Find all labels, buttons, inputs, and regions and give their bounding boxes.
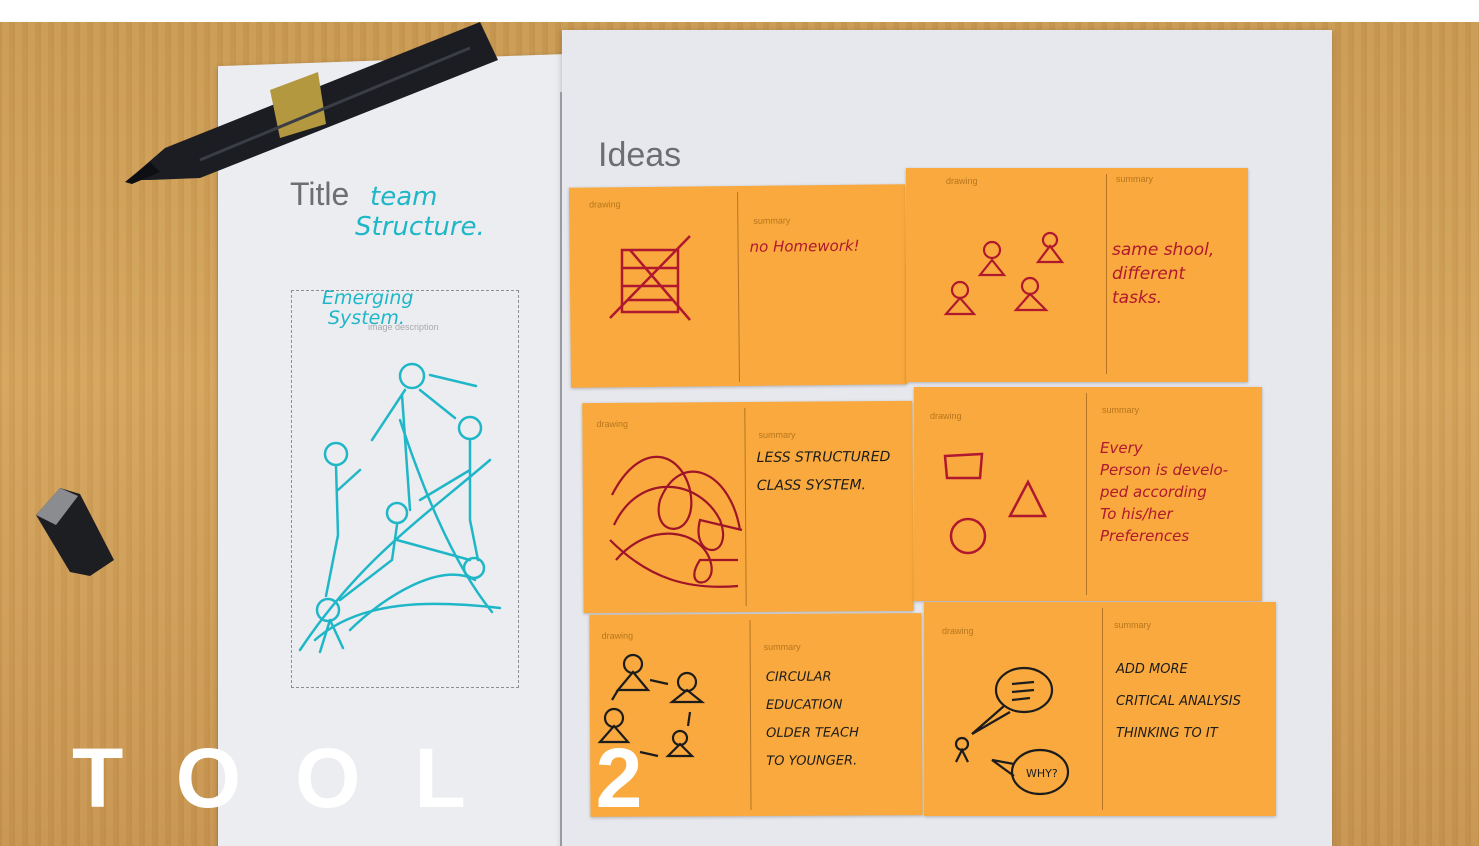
idea-note-2: drawing summary same shool, different ta… — [906, 168, 1248, 382]
tangled-arrows-icon — [609, 455, 743, 588]
idea-note-6: drawing summary ADD MORE CRITICAL ANALYS… — [924, 602, 1276, 816]
group-of-people-icon — [943, 231, 1065, 316]
top-white-band — [0, 0, 1479, 22]
note-divider — [1102, 608, 1103, 810]
marker-cap-icon — [36, 488, 114, 576]
title-label: Title — [290, 176, 350, 212]
idea-note-4: drawing summary Every Person is develo- … — [914, 387, 1262, 601]
image-description-label: image description — [368, 322, 439, 332]
svg-text:WHY?: WHY? — [1026, 767, 1058, 780]
shapes-icon — [943, 452, 1048, 555]
marker-pen-icon — [125, 22, 498, 184]
title-handwritten-line1: team — [370, 182, 438, 212]
speech-bubbles-icon: WHY? — [954, 666, 1070, 796]
summary-text: ADD MORE CRITICAL ANALYSIS THINKING TO I… — [1116, 662, 1241, 741]
drawing-label: drawing — [942, 626, 974, 636]
title-handwritten-line2: Structure. — [355, 212, 485, 242]
summary-label: summary — [1102, 405, 1140, 415]
drawing-caption-line2: System. — [328, 307, 405, 329]
summary-text: Every Person is develo- ped according To… — [1100, 439, 1229, 545]
drawing-caption-line1: Emerging — [322, 287, 414, 309]
drawing-label: drawing — [930, 411, 962, 421]
summary-label: summary — [1116, 174, 1154, 184]
note-divider — [1086, 393, 1087, 595]
summary-text: same shool, different tasks. — [1112, 240, 1215, 308]
overlay-title: TOOL 2 — [72, 731, 697, 825]
circle-of-people-icon — [597, 653, 706, 758]
ideas-label: Ideas — [598, 136, 682, 174]
summary-label: summary — [1114, 620, 1152, 630]
note-divider — [1106, 174, 1107, 374]
image-drawing-box — [291, 290, 519, 688]
page-fold — [560, 92, 562, 846]
crossed-book-icon — [609, 235, 691, 321]
drawing-label: drawing — [946, 176, 978, 186]
